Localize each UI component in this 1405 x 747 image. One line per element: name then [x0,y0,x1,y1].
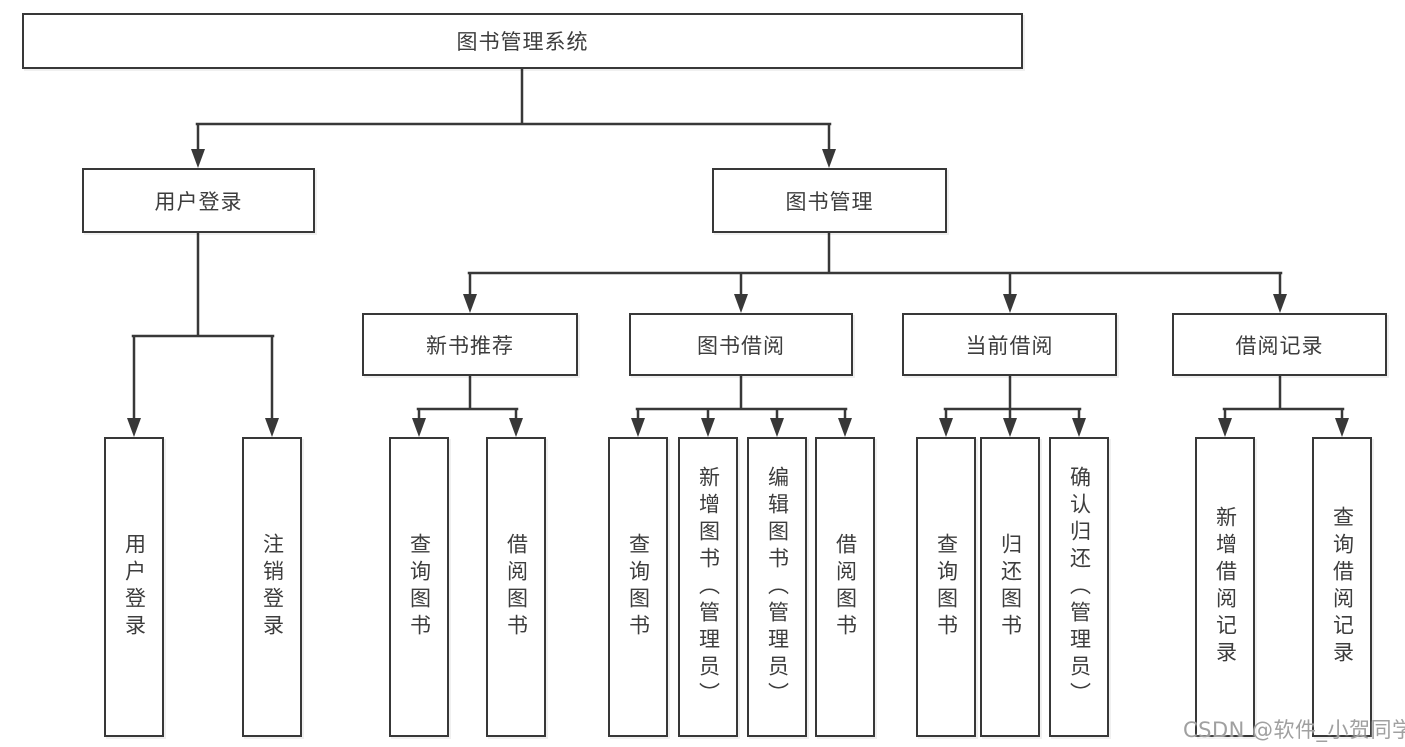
node-book-management: 图书管理 [712,168,947,233]
leaf-add-borrow-record: 新增借阅记录 [1195,437,1255,737]
node-label: 图书借阅 [697,333,785,358]
leaf-logout-login: 注销登录 [242,437,302,737]
leaf-query-books-borrow: 查询图书 [608,437,668,737]
node-label: 新增图书（管理员） [696,465,721,709]
node-label: 编辑图书（管理员） [765,465,790,709]
leaf-user-login: 用户登录 [104,437,164,737]
node-borrow-records: 借阅记录 [1172,313,1387,376]
leaf-borrow-books-recommend: 借阅图书 [486,437,546,737]
node-label: 查询借阅记录 [1330,506,1355,668]
node-label: 新书推荐 [426,333,514,358]
node-current-borrow: 当前借阅 [902,313,1117,376]
leaf-query-borrow-record: 查询借阅记录 [1312,437,1372,737]
node-label: 确认归还（管理员） [1067,465,1092,709]
node-label: 借阅记录 [1235,333,1324,358]
leaf-query-books-recommend: 查询图书 [389,437,449,737]
node-label: 图书管理系统 [456,30,589,54]
csdn-watermark: CSDN @软件_小贺同学 [1183,718,1405,742]
node-label: 查询图书 [407,533,432,641]
node-book-borrow: 图书借阅 [629,313,853,376]
leaf-return-books: 归还图书 [980,437,1040,737]
node-label: 借阅图书 [833,533,858,641]
leaf-edit-books-admin: 编辑图书（管理员） [747,437,807,737]
node-label: 查询图书 [934,533,959,641]
leaf-query-books-current: 查询图书 [916,437,976,737]
node-root-library-management-system: 图书管理系统 [22,13,1023,69]
node-new-book-recommend: 新书推荐 [362,313,578,376]
node-user-login: 用户登录 [82,168,315,233]
node-label: 用户登录 [122,533,147,641]
node-label: 查询图书 [626,533,651,641]
node-label: 新增借阅记录 [1213,506,1238,668]
node-label: 用户登录 [154,189,243,214]
node-label: 借阅图书 [504,533,529,641]
leaf-borrow-books: 借阅图书 [815,437,875,737]
leaf-add-books-admin: 新增图书（管理员） [678,437,738,737]
node-label: 当前借阅 [965,333,1054,358]
node-label: 归还图书 [998,533,1023,641]
node-label: 注销登录 [260,533,285,641]
leaf-confirm-return-admin: 确认归还（管理员） [1049,437,1109,737]
node-label: 图书管理 [785,189,874,214]
